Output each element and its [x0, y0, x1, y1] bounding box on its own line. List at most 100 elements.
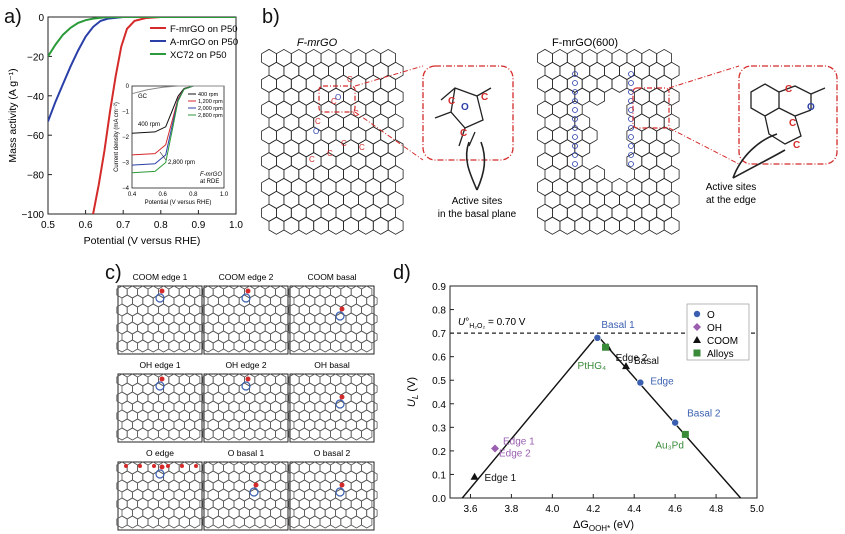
zoom-carbon-label: C: [448, 96, 455, 107]
zoom-box-right-small: [632, 87, 670, 129]
oxygen-marker: [572, 116, 578, 122]
structure-tile: [288, 373, 378, 443]
hexagon: [559, 216, 576, 235]
inset-legend-label: 400 rpm: [198, 92, 219, 98]
legend-label-d: OH: [707, 323, 722, 334]
arrow-active-site: [732, 133, 778, 179]
hexagon: [574, 216, 591, 235]
caption-left-line1: Active sites: [452, 196, 503, 207]
legend-marker-d: [693, 310, 701, 318]
inset-x-tick-label: 0.4: [128, 192, 137, 198]
y-tick-label-a: 0: [38, 13, 44, 24]
active-carbon-label: C: [331, 97, 337, 106]
legend-marker-d: [693, 349, 701, 357]
oxygen-atom: [159, 376, 165, 382]
data-point-label: Edge: [650, 377, 674, 388]
legend-label-a: F-mrGO on P50: [170, 24, 238, 35]
hexagon: [648, 216, 665, 235]
active-carbon-label: C: [327, 149, 333, 158]
active-site-marker: [155, 381, 165, 391]
structure-title: O edge: [146, 448, 174, 458]
y-tick-label-d: 0.2: [432, 447, 446, 458]
hexagon: [589, 87, 606, 106]
oxygen-atom: [194, 464, 198, 468]
data-point: [602, 343, 610, 351]
lattice-hexagon: [361, 515, 373, 529]
zoom-connector: [354, 65, 424, 87]
legend-label-d: Alloys: [707, 349, 734, 360]
oxygen-label: O: [335, 93, 341, 102]
graphene-sheet: [537, 48, 680, 235]
zoom-carbon-label: C: [460, 128, 467, 139]
data-point: [593, 334, 602, 342]
active-site-marker: [335, 399, 345, 409]
oxygen-atom: [152, 464, 156, 468]
zoom-carbon-label: C: [481, 92, 488, 103]
x-tick-label-a: 0.6: [79, 220, 93, 231]
inset-annotation-400: 400 rpm: [138, 122, 160, 128]
inset-y-tick-label: −3: [122, 161, 130, 167]
hexagon: [283, 216, 300, 235]
inset-annotation-gc: GC: [138, 94, 148, 100]
structure-title: OH basal: [314, 360, 350, 370]
x-tick-label-d: 4.8: [709, 504, 723, 515]
zoom-connector: [668, 127, 740, 165]
x-tick-label-a: 0.7: [116, 220, 130, 231]
active-carbon-label: C: [359, 143, 365, 152]
structure-title: COOM edge 1: [133, 272, 188, 282]
oxygen-marker: [628, 152, 634, 158]
inset-legend-label: 2,800 rpm: [198, 113, 223, 119]
y-tick-label-d: 0.7: [432, 329, 446, 340]
inset-series-line: [131, 85, 224, 95]
y-tick-label-a: −100: [21, 210, 44, 221]
lattice-hexagon: [361, 427, 373, 441]
inset-annotation-label: F-mrGO: [200, 172, 222, 178]
arrow-active-site: [476, 141, 486, 191]
hexagon: [387, 216, 404, 235]
zoom-oxygen-label: O: [807, 102, 815, 113]
legend-label-d: O: [707, 310, 715, 321]
structure-tile: [288, 461, 378, 531]
structure-tile: [202, 373, 292, 443]
structure-tile: [116, 461, 206, 531]
zoom-bonds-left: [434, 87, 492, 147]
inset-pointer: [159, 151, 167, 161]
data-point-label: Basal 2: [687, 409, 721, 420]
x-tick-label-a: 0.5: [41, 220, 55, 231]
y-tick-label-d: 0.1: [432, 470, 446, 481]
oxygen-marker: [572, 152, 578, 158]
data-point: [681, 430, 689, 438]
hexagon: [589, 216, 606, 235]
panel-label-d: d): [393, 262, 411, 284]
oxygen-marker: [572, 80, 578, 86]
active-carbon-label: C: [315, 117, 321, 126]
lattice-hexagon: [189, 515, 201, 529]
oxygen-marker: [628, 98, 634, 104]
zoom-carbon-label: C: [785, 84, 792, 95]
x-tick-label-d: 4.6: [668, 504, 682, 515]
y-axis-label-d: UL (V): [406, 377, 420, 407]
active-site-marker: [241, 381, 251, 391]
data-point: [491, 444, 500, 453]
y-tick-label-a: −60: [27, 131, 44, 142]
diagram-title-left: F-mrGO: [297, 37, 338, 49]
oxygen-atom: [166, 464, 170, 468]
active-site-marker: [335, 311, 345, 321]
oxygen-marker: [572, 98, 578, 104]
structure-title: OH edge 1: [139, 360, 180, 370]
oxygen-marker: [628, 161, 634, 167]
y-tick-label-d: 0.6: [432, 353, 446, 364]
oxygen-marker: [572, 107, 578, 113]
oxygen-marker: [628, 89, 634, 95]
oxygen-marker: [572, 125, 578, 131]
active-carbon-label: C: [353, 109, 359, 118]
zoom-box-left-large: [422, 65, 514, 161]
inset-x-tick-label: 1.0: [220, 192, 229, 198]
lattice-hexagon: [275, 427, 287, 441]
lattice-hexagon: [189, 339, 201, 353]
data-point-label: Edge 2: [499, 449, 531, 460]
structure-tile: [116, 373, 206, 443]
oxygen-atom: [138, 464, 142, 468]
oxygen-label: O: [313, 127, 319, 136]
